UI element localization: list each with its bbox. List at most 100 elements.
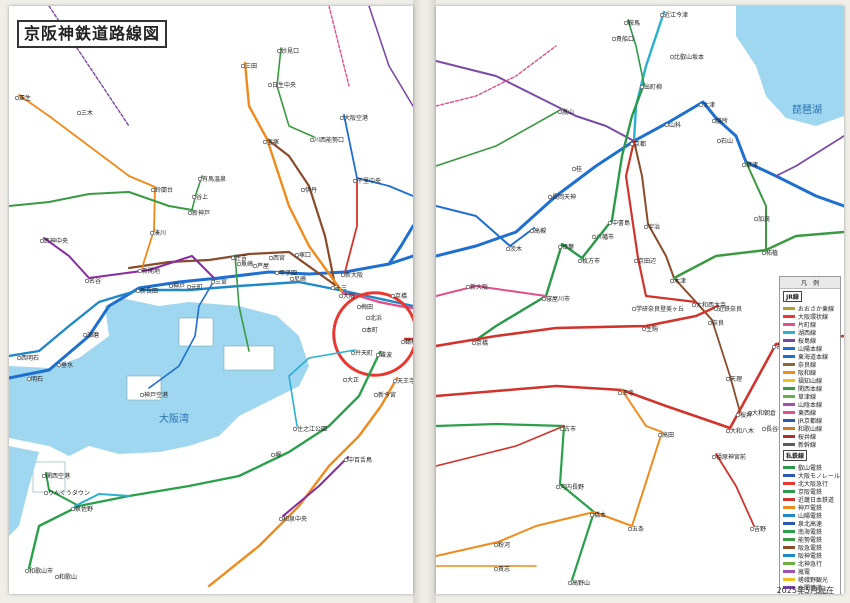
station-label[interactable]: 鶴橋 (405, 339, 413, 346)
station-label[interactable]: 三木 (81, 110, 94, 117)
station-label[interactable]: 京都 (634, 141, 647, 148)
station-label[interactable]: 川西能勢口 (314, 137, 345, 144)
station-label[interactable]: 谷上 (196, 194, 209, 201)
station-label[interactable]: 塚口 (299, 252, 312, 259)
station-label[interactable]: 西宮 (273, 255, 286, 262)
station-label[interactable]: 鞍馬 (628, 20, 641, 27)
station-label[interactable]: 京橋 (395, 293, 408, 300)
station-label[interactable]: 堺 (275, 452, 282, 459)
station-label[interactable]: 三宮 (215, 279, 228, 286)
station-label[interactable]: 八幡市 (596, 234, 615, 241)
station-label[interactable]: 新大阪 (345, 272, 364, 279)
station-label[interactable]: 柘植 (766, 250, 779, 257)
station-label[interactable]: 河内長野 (560, 484, 585, 491)
station-label[interactable]: 高野山 (572, 580, 591, 587)
station-label[interactable]: 加茂 (758, 216, 771, 223)
station-label[interactable]: 学研奈良登美ヶ丘 (636, 306, 685, 313)
station-label[interactable]: 垂水 (61, 362, 74, 369)
station-label[interactable]: 大和朝倉 (752, 410, 777, 417)
station-label[interactable]: 名谷 (89, 278, 102, 285)
station-label[interactable]: 中書島 (612, 220, 631, 227)
station-label[interactable]: 京田辺 (638, 258, 657, 265)
station-label[interactable]: 京橋 (476, 340, 489, 347)
station-label[interactable]: 有馬温泉 (202, 176, 227, 183)
station-label[interactable]: 宝塚 (267, 139, 280, 146)
station-label[interactable]: 和歌山 (59, 574, 78, 581)
station-label[interactable]: 古市 (564, 426, 577, 433)
station-label[interactable]: 石山 (721, 138, 734, 145)
station-label[interactable]: 大津 (703, 102, 716, 109)
station-label[interactable]: 山科 (669, 122, 682, 129)
station-label[interactable]: 生駒 (646, 326, 659, 333)
station-label[interactable]: 近鉄奈良 (718, 306, 743, 313)
station-label[interactable]: 鈴蘭台 (155, 187, 174, 194)
station-label[interactable]: 新大阪 (470, 284, 489, 291)
station-label[interactable]: 大和西大寺 (696, 302, 727, 309)
station-label[interactable]: 橋本 (594, 512, 607, 519)
station-label[interactable]: 梅田 (361, 304, 374, 311)
station-label[interactable]: 寝屋川市 (546, 296, 571, 303)
station-label[interactable]: 元町 (191, 284, 204, 291)
station-label[interactable]: 魚崎 (241, 261, 254, 268)
station-label[interactable]: 大和八木 (730, 428, 755, 435)
station-label[interactable]: 桜井 (740, 412, 753, 419)
station-label[interactable]: 日生中央 (272, 82, 297, 89)
station-label[interactable]: 貴船口 (616, 36, 635, 43)
station-label[interactable]: 宇治 (648, 224, 661, 231)
station-label[interactable]: 比叡山坂本 (674, 54, 705, 61)
station-label[interactable]: 湊川 (154, 230, 167, 237)
station-label[interactable]: 木津 (674, 278, 687, 285)
station-label[interactable]: 高槻 (534, 228, 547, 235)
station-label[interactable]: 奈良 (712, 320, 725, 327)
map-page-left[interactable]: 京阪神鉄道路線図 大阪湾 三田宝塚川西能勢口新大阪梅田大阪十三尼崎三宮元町神戸新… (9, 6, 413, 594)
station-label[interactable]: 住吉 (235, 255, 248, 262)
station-label[interactable]: 和泉中央 (283, 516, 308, 523)
station-label[interactable]: 妙見口 (281, 48, 300, 55)
station-label[interactable]: 近江今津 (664, 12, 689, 19)
station-label[interactable]: 新今宮 (378, 392, 397, 399)
station-label[interactable]: 西神中央 (44, 238, 69, 245)
station-label[interactable]: 難波 (380, 352, 393, 359)
station-label[interactable]: 長岡天神 (552, 194, 577, 201)
station-label[interactable]: 本町 (366, 327, 379, 334)
station-label[interactable]: 三田 (245, 63, 258, 70)
station-label[interactable]: 中百舌鳥 (348, 457, 373, 464)
station-label[interactable]: 神戸空港 (144, 392, 169, 399)
station-label[interactable]: 十三 (335, 285, 348, 292)
station-label[interactable]: 須磨 (87, 332, 100, 339)
station-label[interactable]: 神戸 (173, 283, 186, 290)
station-label[interactable]: 草津 (746, 162, 759, 169)
station-label[interactable]: 天王寺 (397, 378, 413, 385)
station-label[interactable]: 伊丹 (305, 187, 318, 194)
station-label[interactable]: 北浜 (370, 315, 383, 322)
station-label[interactable]: 泉佐野 (75, 506, 94, 513)
station-label[interactable]: 膳所 (716, 118, 729, 125)
station-label[interactable]: 弁天町 (355, 350, 374, 357)
station-label[interactable]: 貴志 (498, 566, 511, 573)
station-label[interactable]: 粉河 (498, 542, 511, 549)
station-label[interactable]: 吉野 (754, 526, 767, 533)
station-label[interactable]: 嵐山 (562, 109, 575, 116)
station-label[interactable]: 新長田 (140, 288, 159, 295)
station-label[interactable]: 粟生 (19, 95, 32, 102)
station-label[interactable]: 樟葉 (562, 244, 575, 251)
station-label[interactable]: 関西空港 (46, 473, 71, 480)
station-label[interactable]: 千里中央 (357, 178, 382, 185)
station-label[interactable]: 橿原神宮前 (716, 454, 747, 461)
station-label[interactable]: 茨木 (510, 246, 523, 253)
station-label[interactable]: 天理 (730, 376, 743, 383)
station-label[interactable]: 新神戸 (192, 210, 211, 217)
station-label[interactable]: 枚方市 (582, 258, 601, 265)
station-label[interactable]: りんくうタウン (48, 490, 90, 497)
station-label[interactable]: 大正 (347, 377, 360, 384)
station-label[interactable]: 王寺 (622, 390, 635, 397)
station-label[interactable]: 五条 (632, 526, 645, 533)
station-label[interactable]: 大阪 (343, 293, 356, 300)
station-label[interactable]: 大阪空港 (344, 115, 369, 122)
station-label[interactable]: 長谷寺 (766, 426, 785, 433)
map-page-right[interactable]: 琵琶湖 京都山科大津膳所草津石山近江今津比叡山坂本出町柳嵐山桂長岡天神高槻枚方市… (436, 6, 844, 594)
station-label[interactable]: 芦屋 (257, 263, 270, 270)
station-label[interactable]: 新開地 (142, 268, 161, 275)
station-label[interactable]: 高田 (662, 432, 675, 439)
station-label[interactable]: 甲子園 (279, 270, 298, 277)
